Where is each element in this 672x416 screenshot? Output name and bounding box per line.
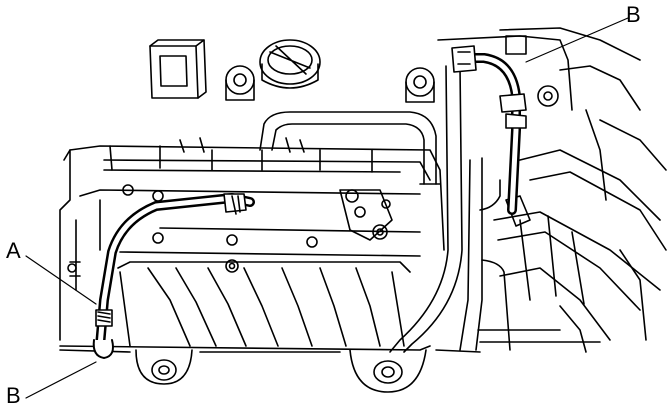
vertical-tube — [389, 65, 463, 353]
callout-label-b-bottom: B — [6, 383, 21, 408]
oil-pan — [59, 259, 481, 393]
crossover-tube — [259, 111, 441, 185]
exhaust-manifold — [459, 109, 667, 353]
breather-hose — [92, 193, 255, 359]
leader-b-top — [525, 17, 629, 63]
callout-leaders — [25, 17, 629, 399]
cylinder-head — [59, 137, 445, 341]
leader-a — [25, 255, 97, 305]
upper-engine-components — [149, 27, 641, 111]
upper-hose — [451, 45, 527, 215]
callout-label-a: A — [6, 238, 21, 263]
leader-b-bottom — [25, 361, 97, 399]
callout-label-b-top: B — [626, 2, 641, 27]
